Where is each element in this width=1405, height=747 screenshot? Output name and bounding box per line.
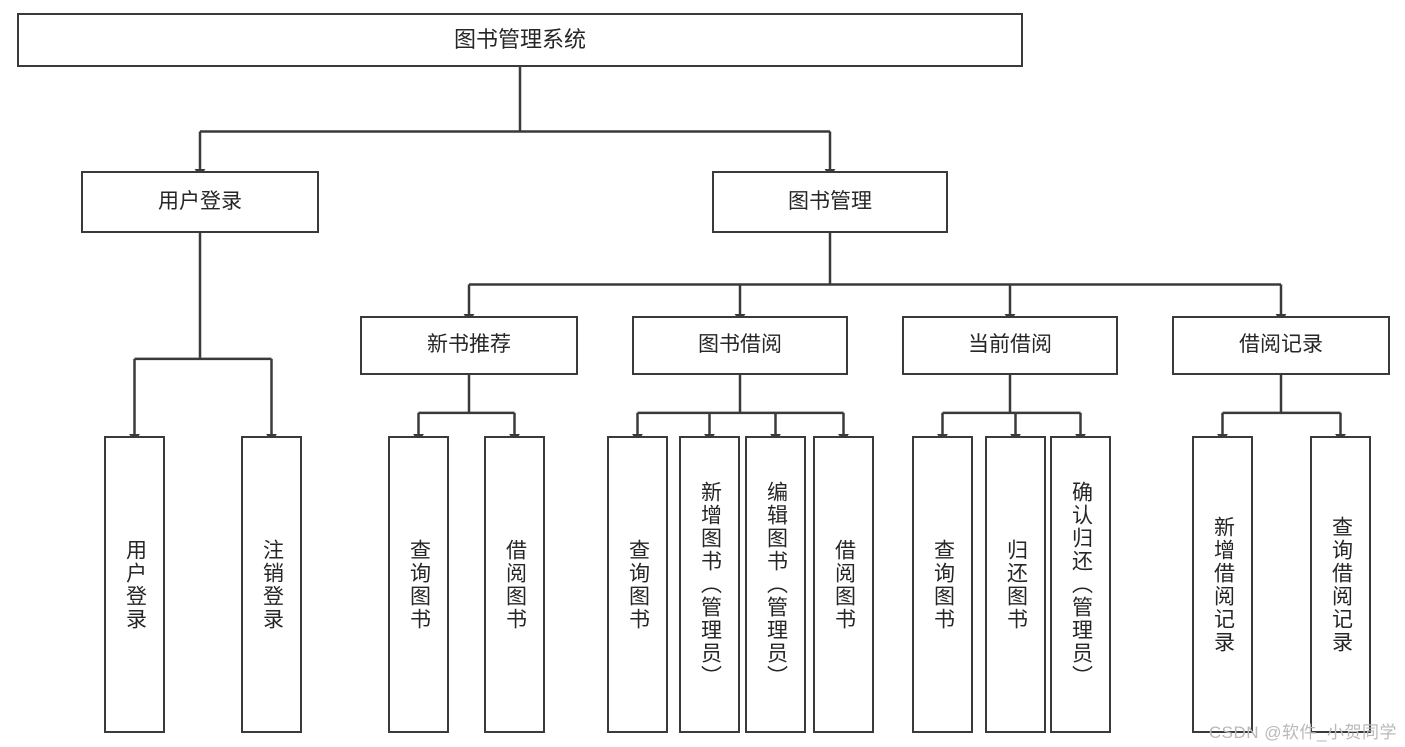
node-new-book-recommend[interactable]: 新书推荐 — [360, 316, 578, 375]
node-label: 借阅图书 — [832, 538, 856, 631]
node-label: 新增图书（管理员） — [698, 481, 722, 688]
node-label: 新增借阅记录 — [1211, 515, 1235, 654]
node-current-borrow[interactable]: 当前借阅 — [902, 316, 1118, 375]
node-label: 确认归还（管理员） — [1069, 481, 1093, 688]
node-label: 图书借阅 — [698, 333, 782, 357]
node-label: 归还图书 — [1004, 538, 1028, 631]
node-label: 查询借阅记录 — [1329, 515, 1353, 654]
node-leaf-confirm-return[interactable]: 确认归还（管理员） — [1050, 436, 1111, 733]
node-label: 查询图书 — [626, 538, 650, 631]
node-label: 编辑图书（管理员） — [764, 481, 788, 688]
node-label: 用户登录 — [123, 538, 147, 631]
node-book-borrow[interactable]: 图书借阅 — [632, 316, 848, 375]
node-leaf-user-login[interactable]: 用户登录 — [104, 436, 165, 733]
node-root[interactable]: 图书管理系统 — [17, 13, 1023, 67]
node-label: 注销登录 — [260, 538, 284, 631]
node-leaf-add-borrow-record[interactable]: 新增借阅记录 — [1192, 436, 1253, 733]
node-leaf-return-book[interactable]: 归还图书 — [985, 436, 1046, 733]
node-label: 图书管理 — [788, 189, 872, 213]
node-leaf-edit-book[interactable]: 编辑图书（管理员） — [745, 436, 806, 733]
node-label: 查询图书 — [931, 538, 955, 631]
node-user-login[interactable]: 用户登录 — [81, 171, 319, 233]
node-leaf-query-book-2[interactable]: 查询图书 — [607, 436, 668, 733]
node-leaf-query-borrow-record[interactable]: 查询借阅记录 — [1310, 436, 1371, 733]
node-label: 用户登录 — [158, 189, 242, 213]
node-label: 图书管理系统 — [453, 27, 586, 53]
csdn-watermark: CSDN @软件_小贺同学 — [1208, 723, 1397, 742]
node-leaf-query-book-1[interactable]: 查询图书 — [388, 436, 449, 733]
node-leaf-add-book[interactable]: 新增图书（管理员） — [679, 436, 740, 733]
node-label: 新书推荐 — [427, 333, 511, 357]
node-leaf-borrow-book-2[interactable]: 借阅图书 — [813, 436, 874, 733]
node-label: 查询图书 — [407, 538, 431, 631]
node-label: 借阅记录 — [1239, 333, 1323, 357]
node-borrow-record[interactable]: 借阅记录 — [1172, 316, 1390, 375]
node-leaf-borrow-book-1[interactable]: 借阅图书 — [484, 436, 545, 733]
node-book-manage[interactable]: 图书管理 — [712, 171, 948, 233]
edges — [129, 67, 1346, 443]
node-leaf-user-logout[interactable]: 注销登录 — [241, 436, 302, 733]
node-label: 借阅图书 — [503, 538, 527, 631]
node-label: 当前借阅 — [968, 333, 1052, 357]
node-leaf-query-book-3[interactable]: 查询图书 — [912, 436, 973, 733]
